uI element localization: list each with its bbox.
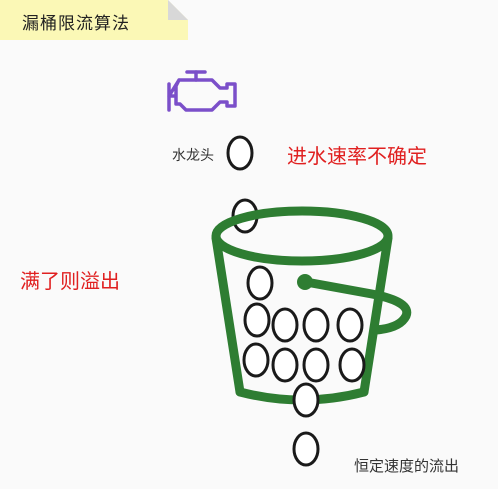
bucket-handle-pivot xyxy=(297,274,313,290)
faucet-label: 水龙头 xyxy=(172,148,214,164)
water-drop-icon xyxy=(302,347,330,383)
faucet-icon xyxy=(167,70,237,112)
title-note: 漏桶限流算法 xyxy=(0,0,188,40)
water-drop-icon xyxy=(242,342,270,378)
water-drop-icon xyxy=(336,307,364,343)
note-fold-shadow xyxy=(168,0,188,20)
diagram-title: 漏桶限流算法 xyxy=(22,14,130,34)
water-drop-icon xyxy=(243,302,271,338)
constant-outflow-label: 恒定速度的流出 xyxy=(354,457,460,475)
inflow-rate-label: 进水速率不确定 xyxy=(287,144,427,168)
water-drop-icon xyxy=(292,382,320,418)
water-drop-icon xyxy=(338,347,366,383)
water-drop-icon xyxy=(271,347,299,383)
water-drop-icon xyxy=(226,135,254,171)
water-drop-icon xyxy=(292,431,320,467)
overflow-label: 满了则溢出 xyxy=(20,269,120,293)
water-drop-icon xyxy=(271,307,299,343)
water-drop-icon xyxy=(246,265,274,301)
water-drop-icon xyxy=(302,307,330,343)
